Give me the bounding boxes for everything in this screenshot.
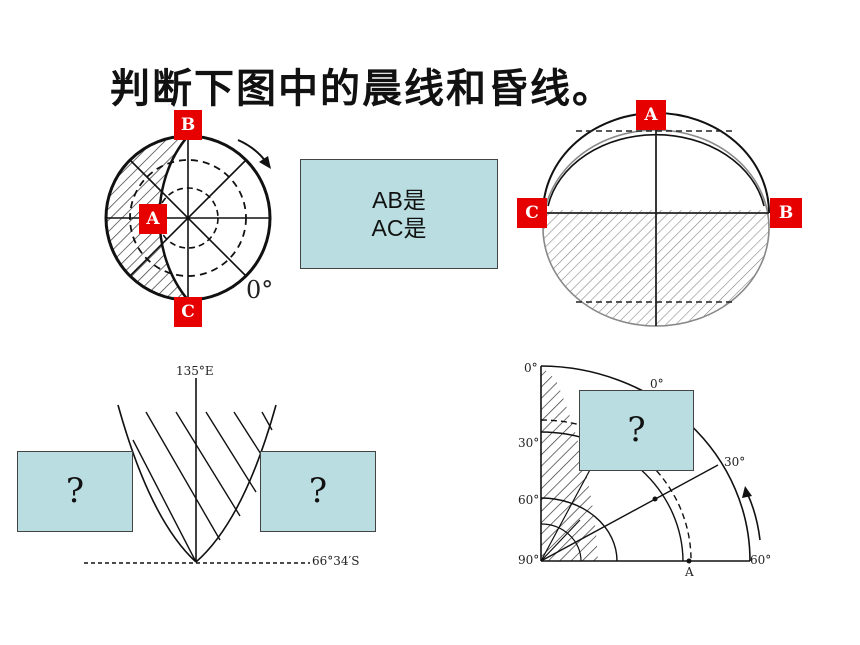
fig4-point-a-label: A <box>685 565 694 579</box>
fig2-label-b: B <box>770 198 802 228</box>
fig4-lat-90-label: 90° <box>518 553 540 567</box>
fig4-lat-60-label: 60° <box>518 493 540 507</box>
answer-line-ab: AB是 <box>372 187 426 213</box>
fig4-lon-0-label: 0° <box>650 377 664 391</box>
fig4-lat-30-label: 30° <box>518 436 540 450</box>
fig4-lat-0-label: 0° <box>524 361 538 375</box>
answer-box: AB是 AC是 <box>300 159 498 269</box>
fig1-label-c: C <box>174 297 202 327</box>
fig2-label-c: C <box>517 198 547 228</box>
fig4-lon-60-label: 60° <box>750 553 772 567</box>
fig4-lon-30-label: 30° <box>724 455 746 469</box>
question-box-right: ? <box>579 390 694 471</box>
fig3-meridian-label: 135°E <box>176 364 214 378</box>
page-title: 判断下图中的晨线和昏线。 <box>110 65 614 112</box>
question-box-left: ? <box>17 451 133 532</box>
question-box-middle: ? <box>260 451 376 532</box>
figure-3-meridian-sector <box>84 378 310 564</box>
figure-2-side-view <box>542 112 770 327</box>
answer-line-ac: AC是 <box>371 215 427 241</box>
fig3-latitude-label: 66°34′S <box>312 554 360 568</box>
fig2-label-a: A <box>636 100 666 130</box>
fig1-degree-label: 0° <box>246 276 274 304</box>
figure-4-quarter-chart <box>540 365 761 564</box>
fig1-label-a: A <box>139 204 167 234</box>
fig1-label-b: B <box>174 110 202 140</box>
